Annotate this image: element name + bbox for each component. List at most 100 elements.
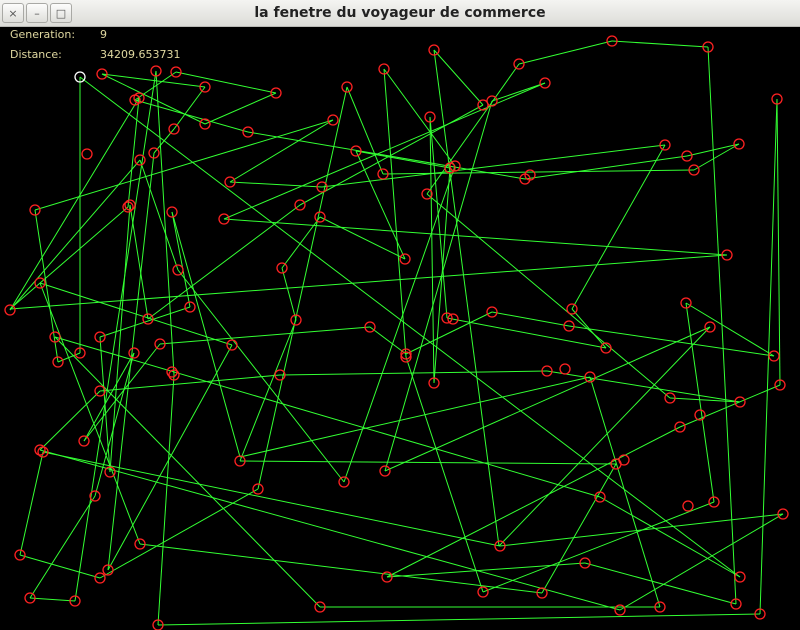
city-marker <box>124 199 136 211</box>
route-segment <box>383 68 456 167</box>
city-marker <box>94 572 106 584</box>
city-marker <box>314 601 326 613</box>
route-segment <box>281 267 297 321</box>
route-segment <box>571 144 666 310</box>
city-marker <box>477 586 489 598</box>
route-segment <box>39 390 101 451</box>
route-segment <box>355 150 451 169</box>
route-segment <box>491 82 546 102</box>
close-button[interactable]: × <box>2 3 24 23</box>
maximize-button[interactable]: □ <box>50 3 72 23</box>
route-segment <box>386 426 681 578</box>
route-segment <box>177 269 345 483</box>
city-marker <box>704 321 716 333</box>
city-marker <box>133 92 145 104</box>
city-marker <box>327 114 339 126</box>
route-segment <box>9 254 728 310</box>
city-marker <box>524 169 536 181</box>
city-marker <box>168 123 180 135</box>
city-marker <box>559 363 571 375</box>
city-marker <box>148 147 160 159</box>
city-marker <box>379 465 391 477</box>
city-marker <box>4 304 16 316</box>
route-segment <box>54 336 601 498</box>
city-marker <box>338 476 350 488</box>
generation-label: Generation: <box>10 28 76 41</box>
city-marker <box>270 87 282 99</box>
route-segment <box>346 86 384 175</box>
route-segment <box>446 317 607 349</box>
city-marker <box>421 188 433 200</box>
city-marker <box>199 81 211 93</box>
city-marker <box>659 139 671 151</box>
city-marker <box>486 95 498 107</box>
city-marker <box>618 454 630 466</box>
generation-value: 9 <box>100 28 107 41</box>
city-marker <box>400 351 412 363</box>
route-segment <box>239 376 591 458</box>
city-marker <box>400 348 412 360</box>
route-segment <box>405 311 493 355</box>
city-marker <box>69 595 81 607</box>
city-marker <box>168 369 180 381</box>
route-segment <box>247 131 526 180</box>
route-segment <box>129 204 149 320</box>
route-segment <box>107 152 155 571</box>
city-marker <box>96 68 108 80</box>
route-segment <box>42 451 501 547</box>
city-marker <box>29 204 41 216</box>
route-segment <box>546 370 741 403</box>
city-marker <box>134 538 146 550</box>
city-marker <box>654 601 666 613</box>
distance-value: 34209.653731 <box>100 48 181 61</box>
route-segment <box>54 336 321 608</box>
city-marker <box>14 549 26 561</box>
route-segment <box>491 311 570 327</box>
city-marker <box>539 77 551 89</box>
city-marker <box>150 65 162 77</box>
route-segment <box>29 495 96 599</box>
city-marker <box>314 211 326 223</box>
city-marker <box>694 409 706 421</box>
city-marker <box>428 377 440 389</box>
minimize-button[interactable]: – <box>26 3 48 23</box>
city-marker <box>218 213 230 225</box>
city-marker <box>477 99 489 111</box>
city-marker <box>680 297 692 309</box>
city-marker <box>579 557 591 569</box>
city-marker <box>513 58 525 70</box>
city-marker <box>274 369 286 381</box>
route-segment <box>147 204 301 320</box>
route-segment <box>29 597 76 602</box>
tsp-canvas[interactable]: Generation:9 Distance:34209.653731 <box>0 27 800 630</box>
route-segment <box>482 501 715 593</box>
city-marker <box>541 365 553 377</box>
city-marker <box>350 145 362 157</box>
city-marker <box>399 253 411 265</box>
city-marker <box>172 264 184 276</box>
city-marker <box>166 366 178 378</box>
city-marker <box>606 35 618 47</box>
route-segment <box>34 119 334 211</box>
city-marker <box>777 508 789 520</box>
city-marker <box>89 490 101 502</box>
route-segment <box>83 343 161 442</box>
window-title: la fenetre du voyageur de commerce <box>254 5 546 21</box>
route-segment <box>611 40 709 48</box>
route-segment <box>426 63 520 195</box>
route-segment <box>99 336 111 473</box>
route-segment <box>204 92 277 125</box>
city-marker <box>252 483 264 495</box>
city-marker <box>224 176 236 188</box>
route-segment <box>99 374 281 392</box>
route-segment <box>94 352 135 497</box>
city-marker <box>768 350 780 362</box>
city-marker <box>152 619 164 630</box>
route-segment <box>99 306 191 338</box>
route-segment <box>134 99 249 133</box>
city-marker <box>600 342 612 354</box>
route-segment <box>776 98 781 386</box>
route-segment <box>433 49 500 547</box>
route-segment <box>39 282 141 545</box>
route-segment <box>9 159 141 311</box>
